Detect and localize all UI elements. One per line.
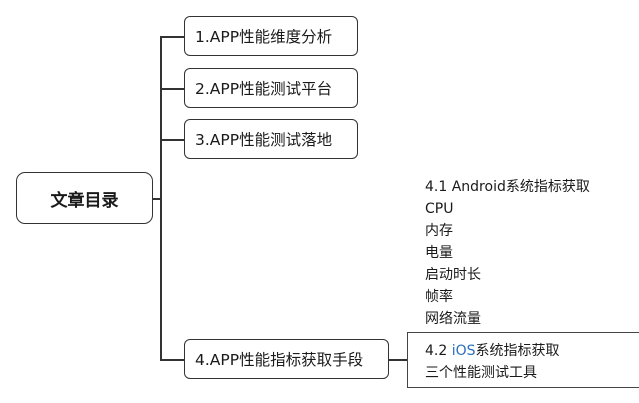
branch-node-4: 4.APP性能指标获取手段	[184, 339, 389, 379]
ios-heading: 4.2 iOS系统指标获取	[425, 340, 560, 362]
android-item-battery: 电量	[425, 245, 453, 261]
vertical-trunk	[160, 36, 162, 360]
branch-label: 4.APP性能指标获取手段	[195, 351, 364, 369]
root-label: 文章目录	[50, 190, 119, 211]
android-item-network-traffic: 网络流量	[425, 311, 481, 327]
branch-label: 2.APP性能测试平台	[195, 80, 333, 98]
ios-tools: 三个性能测试工具	[425, 365, 537, 381]
branch-node-1: 1.APP性能维度分析	[184, 16, 358, 56]
ios-notes: 4.2 iOS系统指标获取 三个性能测试工具	[425, 340, 560, 384]
branch-node-2: 2.APP性能测试平台	[184, 68, 358, 108]
branch-label: 3.APP性能测试落地	[195, 131, 333, 149]
android-heading: 4.1 Android系统指标获取	[425, 179, 590, 195]
root-node: 文章目录	[16, 172, 153, 224]
branch-4-right-connector	[389, 359, 407, 361]
ios-heading-prefix: 4.2	[425, 343, 452, 359]
branch-4-connector	[160, 359, 185, 361]
android-item-cpu: CPU	[425, 201, 454, 217]
android-item-memory: 内存	[425, 223, 453, 239]
android-metrics-list: 4.1 Android系统指标获取 CPU 内存 电量 启动时长 帧率 网络流量	[425, 176, 590, 330]
ios-note-box	[407, 332, 639, 388]
branch-node-3: 3.APP性能测试落地	[184, 119, 358, 159]
ios-os-name: iOS	[451, 343, 476, 359]
android-item-startup-time: 启动时长	[425, 267, 481, 283]
android-item-frame-rate: 帧率	[425, 289, 453, 305]
branch-3-connector	[160, 139, 185, 141]
root-connector	[152, 198, 162, 200]
branch-label: 1.APP性能维度分析	[195, 28, 333, 46]
ios-heading-suffix: 系统指标获取	[475, 343, 560, 359]
branch-2-connector	[160, 88, 185, 90]
branch-1-connector	[160, 36, 185, 38]
